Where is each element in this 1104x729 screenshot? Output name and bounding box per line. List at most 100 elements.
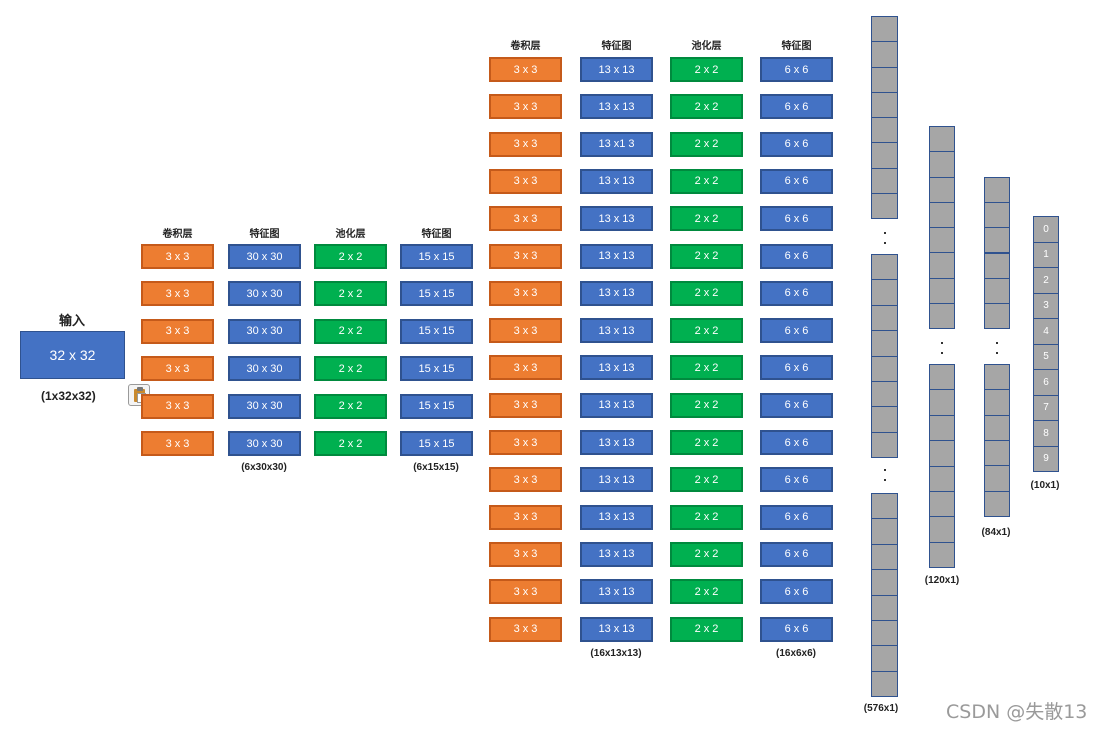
stage1-conv-box: 3 x 3 xyxy=(141,318,214,344)
stage1-header-pool: 池化层 xyxy=(335,229,366,240)
fc1-layer-neuron xyxy=(929,302,955,329)
fc2-layer-neuron xyxy=(984,202,1010,229)
output-neuron: 5 xyxy=(1033,343,1059,370)
flatten-layer-neuron xyxy=(871,91,898,118)
watermark: CSDN @失散13 xyxy=(946,701,1088,723)
fc1-layer-neuron xyxy=(929,490,955,518)
output-label: (10x1) xyxy=(1030,480,1060,491)
flatten-layer-ellipsis-dot xyxy=(883,232,886,234)
stage2-feature-map-box: 13 x 13 xyxy=(580,504,653,530)
stage2-pooled-feature-map-box: 6 x 6 xyxy=(760,280,833,306)
flatten-layer-neuron xyxy=(871,406,898,433)
stage2-pooled-feature-map-box: 6 x 6 xyxy=(760,131,833,157)
stage1-feature-map-box: 30 x 30 xyxy=(228,393,301,419)
stage2-pool-box: 2 x 2 xyxy=(670,280,743,306)
stage2-conv-box: 3 x 3 xyxy=(489,94,562,120)
output-neuron: 7 xyxy=(1033,394,1059,421)
stage1-conv-box: 3 x 3 xyxy=(141,244,214,269)
stage1-feature-map-box: 30 x 30 xyxy=(228,431,301,456)
stage2-pool-box: 2 x 2 xyxy=(670,504,743,530)
stage2-conv-box: 3 x 3 xyxy=(489,579,562,605)
stage2-pool-box: 2 x 2 xyxy=(670,243,743,269)
stage2-pool-box: 2 x 2 xyxy=(670,57,743,82)
stage2-pooled-feature-map-box: 6 x 6 xyxy=(760,318,833,344)
stage2-pooled-feature-map-box: 6 x 6 xyxy=(760,541,833,567)
fc2-layer-neuron xyxy=(984,302,1010,329)
stage1-pooled-feature-map-box: 15 x 15 xyxy=(400,244,473,269)
stage2-header-feature-map: 特征图 xyxy=(601,41,632,52)
stage2-conv-box: 3 x 3 xyxy=(489,168,562,194)
flatten-layer-neuron xyxy=(871,431,898,458)
stage2-feature-map-box: 13 x 13 xyxy=(580,57,653,82)
stage2-conv-box: 3 x 3 xyxy=(489,504,562,530)
stage2-feature-map-box: 13 x 13 xyxy=(580,206,653,232)
stage1-feature-map-box: 30 x 30 xyxy=(228,244,301,269)
stage2-feature-map-box: 13 x1 3 xyxy=(580,131,653,157)
stage2-feature-map-box: 13 x 13 xyxy=(580,467,653,493)
stage2-pool-box: 2 x 2 xyxy=(670,541,743,567)
fc1-layer-ellipsis-dot xyxy=(941,342,943,344)
flatten-layer-neuron xyxy=(871,66,898,93)
fc2-layer-neuron xyxy=(984,414,1010,441)
stage2-conv-box: 3 x 3 xyxy=(489,541,562,567)
stage1-pooled-feature-map-box: 15 x 15 xyxy=(400,431,473,456)
stage2-pool-box: 2 x 2 xyxy=(670,168,743,194)
stage1-pooled-feature-map-box: 15 x 15 xyxy=(400,281,473,307)
stage1-header-feature-map: 特征图 xyxy=(249,229,280,240)
flatten-layer-neuron xyxy=(871,380,898,408)
stage2-pooled-feature-map-box: 6 x 6 xyxy=(760,616,833,642)
flatten-layer-neuron xyxy=(871,192,898,219)
flatten-layer-neuron xyxy=(871,619,898,647)
output-neuron: 1 xyxy=(1033,241,1059,268)
stage2-feature-map-box: 13 x 13 xyxy=(580,355,653,381)
output-neuron: 8 xyxy=(1033,420,1059,447)
stage1-conv-box: 3 x 3 xyxy=(141,281,214,307)
stage2-pooled-feature-map-box: 6 x 6 xyxy=(760,355,833,381)
stage2-pool-box: 2 x 2 xyxy=(670,579,743,605)
stage2-header-pooled-feature-map: 特征图 xyxy=(781,41,812,52)
stage2-pool-box: 2 x 2 xyxy=(670,206,743,232)
fc1-layer-neuron xyxy=(929,252,955,279)
stage2-pool-box: 2 x 2 xyxy=(670,392,743,418)
stage2-feature-map-box: 13 x 13 xyxy=(580,616,653,642)
fc1-layer-neuron xyxy=(929,151,955,178)
flatten-layer-neuron xyxy=(871,117,898,144)
stage2-feature-map-box: 13 x 13 xyxy=(580,392,653,418)
flatten-layer-ellipsis-dot xyxy=(883,479,886,481)
stage1-pool-label: (6x15x15) xyxy=(413,462,459,473)
output-neuron: 0 xyxy=(1033,216,1059,243)
fc1-layer-neuron xyxy=(929,227,955,254)
stage2-pooled-feature-map-box: 6 x 6 xyxy=(760,243,833,269)
stage2-feature-map-box: 13 x 13 xyxy=(580,579,653,605)
fc2-layer-neuron xyxy=(984,227,1010,254)
stage2-header-pool: 池化层 xyxy=(691,41,722,52)
stage1-pool-box: 2 x 2 xyxy=(314,393,387,419)
fc2-label: (84x1) xyxy=(981,527,1011,538)
flatten-layer-neuron xyxy=(871,518,898,545)
stage1-feature-map-box: 30 x 30 xyxy=(228,356,301,382)
flatten-layer-neuron xyxy=(871,645,898,672)
stage2-pooled-feature-map-box: 6 x 6 xyxy=(760,430,833,455)
flatten-layer-ellipsis-dot xyxy=(883,469,886,471)
fc2-layer-neuron xyxy=(984,277,1010,304)
stage2-pooled-feature-map-box: 6 x 6 xyxy=(760,94,833,120)
fc1-layer-ellipsis-dot xyxy=(941,352,943,354)
fc1-layer-neuron xyxy=(929,414,955,442)
flatten-layer-neuron xyxy=(871,16,898,43)
fc1-layer-neuron xyxy=(929,440,955,467)
fc2-layer-ellipsis-dot xyxy=(996,352,998,354)
stage2-conv-box: 3 x 3 xyxy=(489,131,562,157)
stage1-conv-box: 3 x 3 xyxy=(141,356,214,382)
fc2-layer-neuron xyxy=(984,252,1010,279)
fc2-layer-neuron xyxy=(984,389,1010,416)
flatten-layer-neuron xyxy=(871,254,898,281)
stage1-pool-box: 2 x 2 xyxy=(314,356,387,382)
flatten-layer-ellipsis-dot xyxy=(883,242,886,244)
stage2-pool-box: 2 x 2 xyxy=(670,616,743,642)
stage2-pooled-feature-map-box: 6 x 6 xyxy=(760,579,833,605)
stage2-pooled-feature-map-box: 6 x 6 xyxy=(760,57,833,82)
fc2-layer-neuron xyxy=(984,364,1010,391)
stage1-header-pooled-feature-map: 特征图 xyxy=(421,229,452,240)
stage1-pool-box: 2 x 2 xyxy=(314,244,387,269)
output-neuron: 9 xyxy=(1033,445,1059,472)
